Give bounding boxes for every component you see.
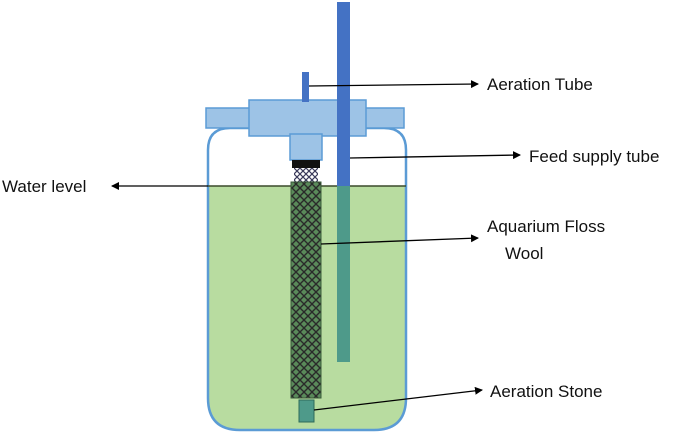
aeration-stone-arrow (313, 386, 483, 411)
feed-supply-tube-submerged (337, 186, 350, 362)
aquarium-floss-wool (290, 181, 322, 399)
aeration-stone-label: Aeration Stone (490, 382, 602, 401)
aeration-tube-arrow (308, 80, 479, 89)
feed-supply-tube-arrow (349, 151, 521, 160)
container (206, 126, 408, 432)
lid (205, 99, 405, 161)
floss-wool-label-line2: Wool (505, 244, 543, 263)
aeration-tube (302, 72, 309, 102)
floss-wool-label-line1: Aquarium Floss (487, 217, 605, 236)
water-level-label: Water level (2, 177, 86, 196)
aeration-tube-label: Aeration Tube (487, 75, 593, 94)
aeration-stone (298, 399, 315, 423)
feed-supply-tube (337, 2, 350, 186)
floss-wool-arrow (320, 234, 479, 245)
feed-supply-tube-label: Feed supply tube (529, 147, 659, 166)
floss-cap (292, 160, 320, 168)
floss-top (294, 168, 318, 182)
